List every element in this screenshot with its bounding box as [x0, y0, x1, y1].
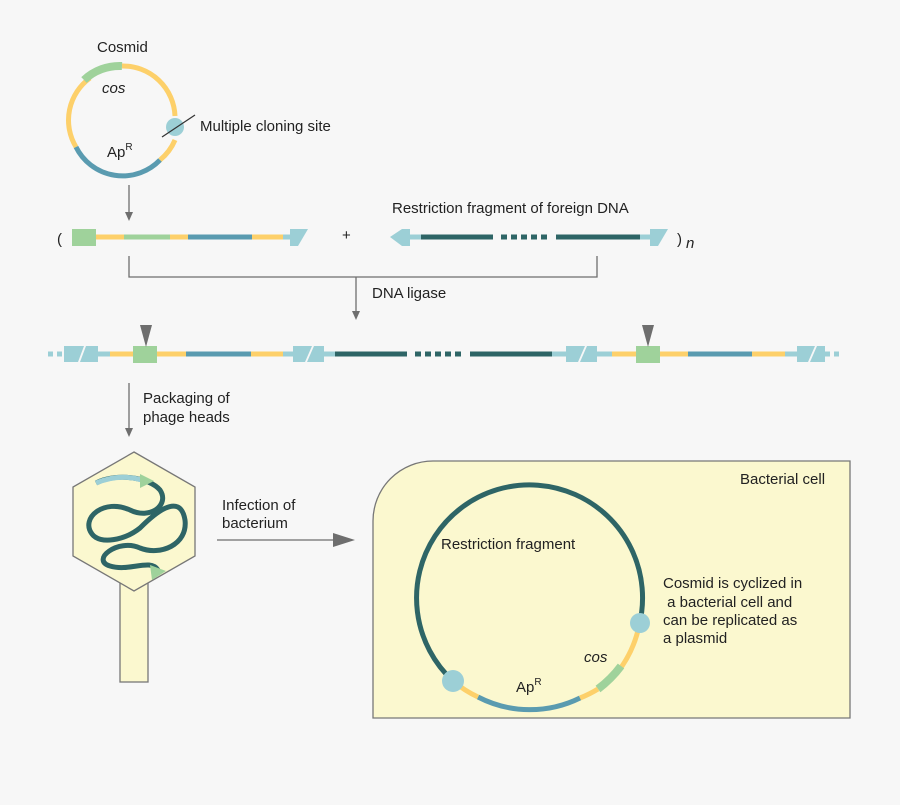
cyclized-note: Cosmid is cyclized in a bacterial cell a…	[663, 575, 802, 647]
phage	[72, 451, 196, 683]
ap-superscript-top: R	[125, 142, 132, 153]
linear-cosmid	[72, 229, 308, 246]
packaged-dna	[86, 474, 188, 572]
cut-marker-1	[140, 325, 152, 347]
cut-marker-2	[642, 325, 654, 347]
ring-yellow-bottom	[579, 686, 600, 701]
sticky-end-right	[290, 229, 308, 246]
cos-label-top: cos	[102, 80, 126, 97]
packaged-dna-arrow-bottom	[150, 565, 166, 580]
ligase-arrowhead	[352, 311, 360, 320]
ap-superscript-bottom: R	[534, 677, 541, 688]
cos-label-bottom: cos	[584, 649, 608, 666]
cyclized-line-2: a bacterial cell and	[663, 594, 792, 611]
foreign-dna-label: Restriction fragment of foreign DNA	[392, 200, 629, 217]
packaged-dna-arrow-top	[140, 474, 154, 488]
packaging-label-2: phage heads	[143, 409, 230, 426]
packaging-label-1: Packaging of	[143, 390, 231, 407]
cyclized-line-1: Cosmid is cyclized in	[663, 575, 802, 592]
ring-blue-bottom	[476, 694, 582, 713]
n-subscript: n	[686, 235, 694, 252]
plus-sign: +	[342, 227, 351, 244]
ligase-bracket	[128, 256, 598, 311]
ring-green-cos	[595, 663, 625, 693]
cosmid-circle	[66, 61, 178, 179]
dna-ligase-label: DNA ligase	[372, 285, 446, 302]
paren-open: (	[57, 231, 62, 248]
ligated-concatemer	[48, 346, 840, 363]
cos-site-1	[133, 346, 157, 363]
cosmid-segment-yellow-right-lower	[158, 138, 178, 162]
cyclized-line-4: a plasmid	[663, 630, 727, 647]
mcs-label: Multiple cloning site	[200, 118, 331, 135]
cosmid-segment-blue-bottom	[73, 145, 162, 179]
infection-label-2: bacterium	[222, 515, 288, 532]
junction-marker-right	[630, 613, 650, 633]
bacterial-cell	[372, 460, 851, 719]
infection-label-1: Infection of	[222, 497, 296, 514]
cosmid-segment-yellow-top-right	[121, 63, 178, 117]
mcs-pointer-line	[161, 114, 196, 138]
paren-close: )n	[677, 231, 694, 252]
sticky-end-left	[390, 229, 410, 246]
arrow-down-packaging	[125, 383, 133, 437]
junction-marker-left	[442, 670, 464, 692]
bacterial-cell-label: Bacterial cell	[740, 471, 825, 488]
cosmid-segment-green-cos	[81, 61, 123, 84]
multiple-cloning-site-marker	[166, 118, 184, 136]
foreign-dna-fragment	[390, 229, 668, 246]
cosmid-title: Cosmid	[97, 39, 148, 56]
arrow-down-1	[125, 185, 133, 221]
sticky-end-right-foreign	[650, 229, 668, 246]
ap-label-top: ApR	[107, 142, 133, 161]
ap-label-bottom: ApR	[516, 677, 542, 696]
arrow-right-infection	[217, 533, 355, 547]
packaged-dna-end-light	[95, 474, 143, 486]
cyclized-line-3: can be replicated as	[663, 612, 797, 629]
ring-dark-teal	[414, 482, 646, 683]
cos-site-2	[636, 346, 660, 363]
cosmid-segment-yellow-left	[66, 75, 92, 149]
restriction-fragment-label: Restriction fragment	[441, 536, 576, 553]
